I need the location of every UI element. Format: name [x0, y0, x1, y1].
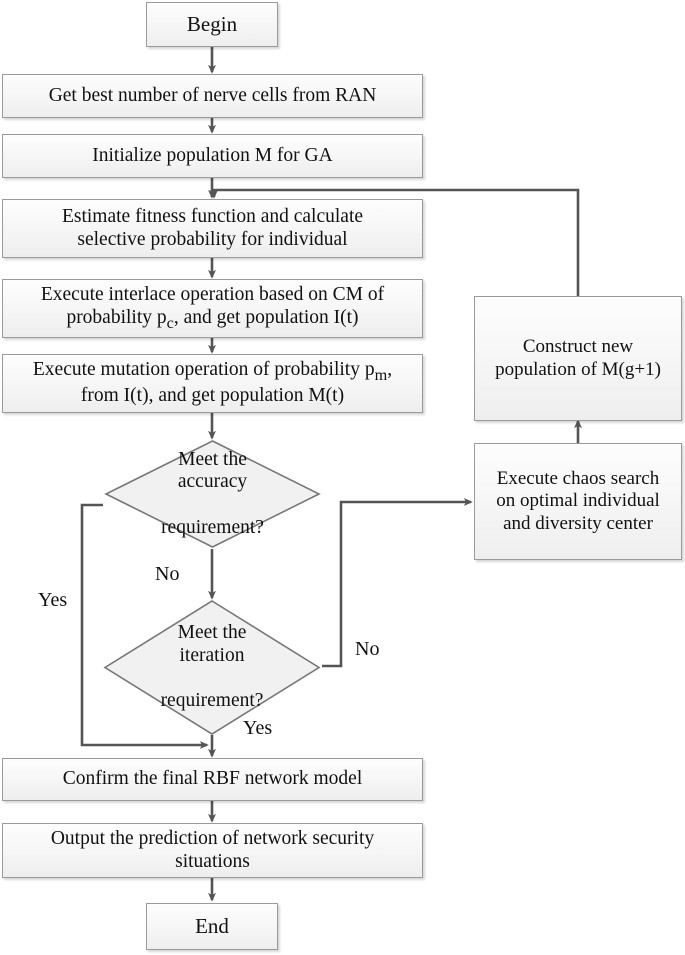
construct-line1: Construct new	[522, 336, 634, 358]
node-interlace-operation-label: Execute interlace operation based on CM …	[35, 284, 390, 332]
node-initialize-population[interactable]: Initialize population M for GA	[2, 134, 423, 178]
edge-label-accuracy-no: No	[155, 563, 180, 585]
node-estimate-fitness-line1: Estimate fitness function and calculate	[61, 205, 364, 227]
diamond-shape-iteration	[103, 600, 321, 735]
edge-label-iteration-yes: Yes	[243, 717, 273, 739]
node-mutation-line1-pre: Execute mutation operation of probabilit…	[32, 359, 375, 381]
construct-line2: population of M(g+1)	[495, 358, 661, 380]
node-estimate-fitness-label: Estimate fitness function and calculate …	[56, 206, 369, 251]
output-line1: Output the prediction of network securit…	[50, 827, 375, 849]
accuracy-line1: Meet the accuracy	[177, 448, 248, 493]
node-estimate-fitness-line2: selective probability for individual	[77, 228, 348, 250]
node-mutation-operation[interactable]: Execute mutation operation of probabilit…	[2, 354, 423, 413]
edge-label-accuracy-yes: Yes	[38, 589, 68, 611]
chaos-line1: Execute chaos search	[496, 468, 660, 490]
node-mutation-line2: from I(t), and get population M(t)	[80, 385, 345, 407]
accuracy-line2: requirement?	[161, 516, 264, 538]
edge-label-iteration-no: No	[355, 638, 380, 660]
node-execute-chaos-search-label: Execute chaos search on optimal individu…	[490, 468, 666, 534]
node-begin[interactable]: Begin	[146, 2, 278, 47]
node-mutation-line1-post: ,	[387, 359, 393, 381]
node-meet-iteration-requirement[interactable]: Meet the iteration requirement?	[102, 599, 322, 736]
diamond-shape-accuracy	[104, 440, 321, 548]
node-interlace-line1: Execute interlace operation based on CM …	[40, 284, 385, 306]
chaos-line2: on optimal individual	[496, 490, 660, 512]
node-get-best-nerve-cells-label: Get best number of nerve cells from RAN	[48, 84, 377, 106]
node-mutation-operation-label: Execute mutation operation of probabilit…	[27, 359, 398, 407]
node-initialize-population-label: Initialize population M for GA	[92, 144, 333, 166]
node-interlace-line2-post: , and get population I(t)	[173, 306, 359, 328]
node-execute-chaos-search[interactable]: Execute chaos search on optimal individu…	[474, 443, 682, 560]
node-interlace-line2: probability pc, and get population I(t)	[41, 307, 384, 333]
node-meet-accuracy-requirement[interactable]: Meet the accuracy requirement?	[103, 439, 322, 549]
node-get-best-nerve-cells[interactable]: Get best number of nerve cells from RAN	[2, 74, 423, 118]
node-interlace-subscript-c: c	[166, 313, 174, 332]
node-output-prediction-label: Output the prediction of network securit…	[45, 828, 380, 873]
node-confirm-rbf-model[interactable]: Confirm the final RBF network model	[2, 758, 423, 801]
node-interlace-line2-pre: probability p	[66, 306, 167, 328]
node-mutation-subscript-m: m	[374, 366, 388, 385]
chaos-line3: and diversity center	[503, 512, 653, 534]
iteration-line2: requirement?	[160, 690, 264, 712]
node-end[interactable]: End	[146, 903, 278, 950]
edge-iteration-no-to-chaos	[322, 498, 473, 668]
node-confirm-rbf-model-label: Confirm the final RBF network model	[62, 768, 363, 790]
node-mutation-line1: Execute mutation operation of probabilit…	[33, 359, 392, 385]
node-meet-iteration-requirement-label: Meet the iteration requirement?	[102, 599, 322, 736]
node-construct-new-population-label: Construct new population of M(g+1)	[489, 336, 667, 380]
node-end-label: End	[195, 914, 229, 939]
iteration-line1: Meet the iteration	[177, 622, 247, 666]
output-line2: situations	[175, 850, 250, 872]
node-output-prediction[interactable]: Output the prediction of network securit…	[2, 823, 423, 878]
node-interlace-operation[interactable]: Execute interlace operation based on CM …	[2, 279, 423, 338]
node-construct-new-population[interactable]: Construct new population of M(g+1)	[474, 296, 682, 421]
node-estimate-fitness[interactable]: Estimate fitness function and calculate …	[2, 199, 423, 258]
node-begin-label: Begin	[186, 12, 238, 37]
node-meet-accuracy-requirement-label: Meet the accuracy requirement?	[103, 439, 322, 549]
